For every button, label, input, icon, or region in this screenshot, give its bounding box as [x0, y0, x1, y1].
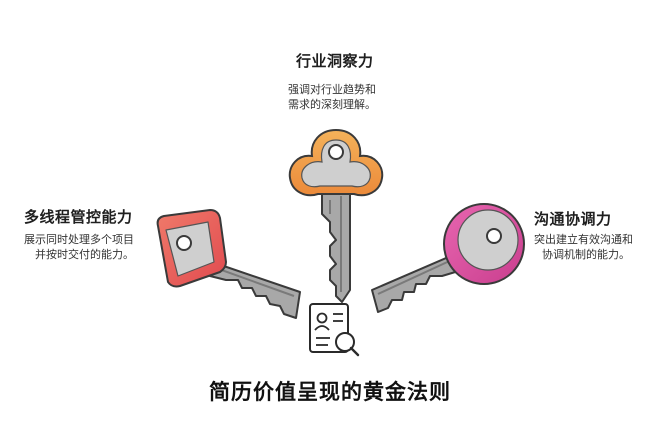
left-title: 多线程管控能力 — [24, 208, 133, 226]
top-description: 强调对行业趋势和 需求的深刻理解。 — [288, 82, 376, 112]
left-desc-line-1: 展示同时处理多个项目 — [24, 233, 134, 246]
resume-search-icon — [309, 303, 360, 357]
right-description: 突出建立有效沟通和 协调机制的能力。 — [534, 232, 633, 262]
right-desc-line-1: 突出建立有效沟通和 — [534, 233, 633, 246]
right-desc-line-2: 协调机制的能力。 — [542, 248, 630, 261]
left-description: 展示同时处理多个项目 并按时交付的能力。 — [24, 232, 134, 262]
top-desc-line-1: 强调对行业趋势和 — [288, 83, 376, 96]
top-title: 行业洞察力 — [296, 52, 374, 70]
right-title: 沟通协调力 — [534, 210, 612, 228]
main-title: 简历价值呈现的黄金法则 — [209, 380, 451, 404]
top-desc-line-2: 需求的深刻理解。 — [288, 98, 376, 111]
pink-key-icon — [371, 203, 525, 313]
left-desc-line-2: 并按时交付的能力。 — [35, 248, 134, 261]
orange-key-icon — [288, 128, 384, 303]
red-key-icon — [156, 209, 301, 319]
